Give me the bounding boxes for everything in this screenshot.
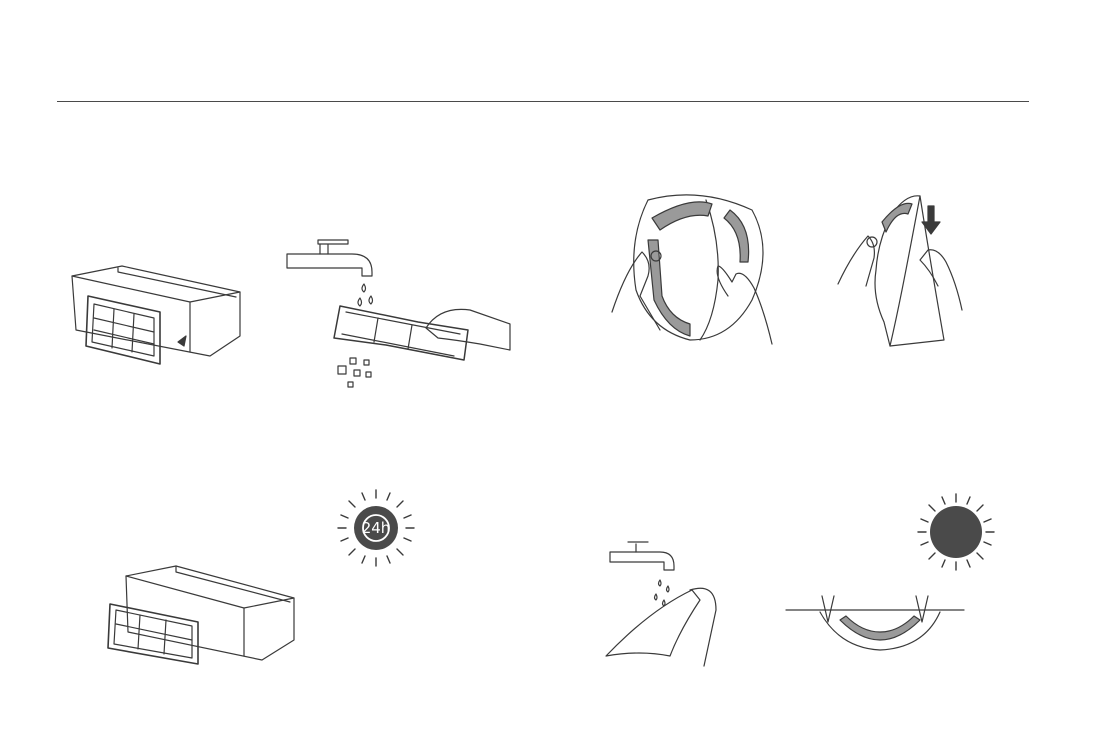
filter-rinse-under-tap [287,240,510,387]
dustbin-filter-removal [72,266,240,364]
mop-cloth-sun-dry [786,596,964,650]
dry-time-label: 24h [362,519,391,537]
mop-cloth-remove [612,195,772,344]
filter-dry-24h [108,566,294,664]
badge-24h: 24h [354,506,398,550]
mop-cloth-detach [838,196,962,346]
mop-cloth-wash [606,542,716,666]
sun-icon [930,506,982,558]
